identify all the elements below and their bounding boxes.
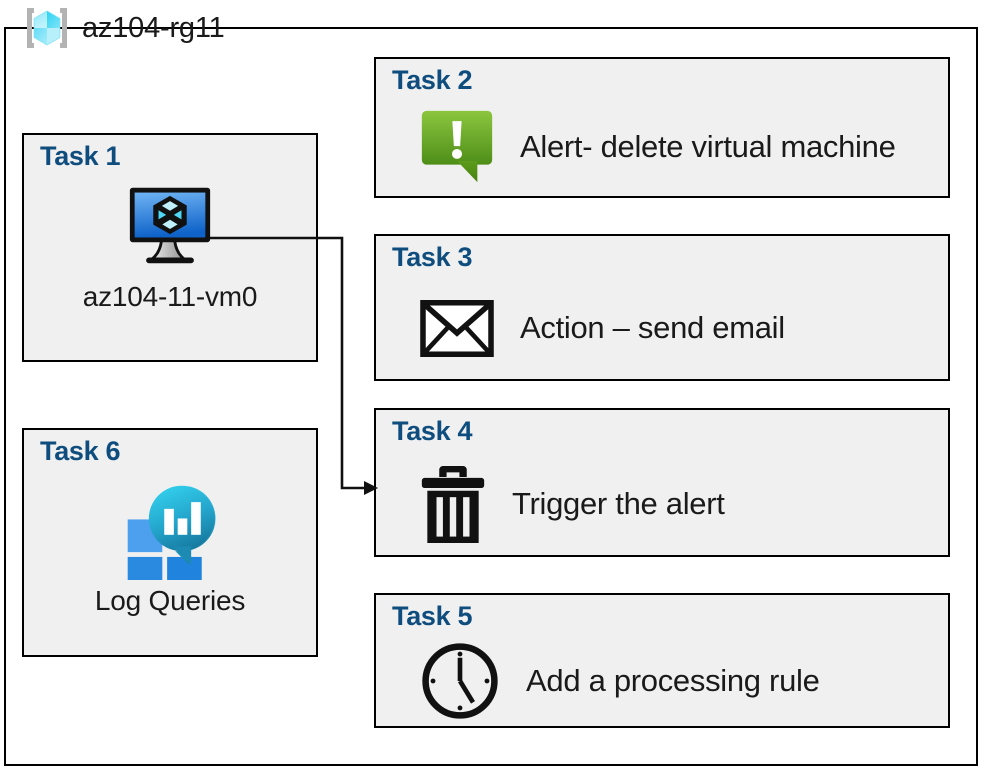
task5-content-row: Add a processing rule xyxy=(420,637,938,725)
task1-label: az104-11-vm0 xyxy=(82,281,258,312)
task4-title: Task 4 xyxy=(392,416,473,446)
task1-title: Task 1 xyxy=(40,141,121,171)
resource-group-boundary xyxy=(4,27,978,766)
task3-label: Action – send email xyxy=(520,310,785,345)
task1-card[interactable]: Task 1 xyxy=(22,133,318,362)
task3-card[interactable]: Task 3 Action – send email xyxy=(374,234,950,381)
task4-label: Trigger the alert xyxy=(512,486,725,521)
task6-card[interactable]: Task 6 xyxy=(22,428,318,657)
alert-exclamation-bubble-icon xyxy=(420,109,494,185)
azure-resource-group-cube-icon xyxy=(18,2,76,54)
task6-title: Task 6 xyxy=(40,436,121,466)
task2-content-row: Alert- delete virtual machine xyxy=(420,105,938,189)
task5-title: Task 5 xyxy=(392,601,473,631)
task3-title: Task 3 xyxy=(392,242,473,272)
virtual-machine-monitor-icon xyxy=(124,183,216,269)
task2-label: Alert- delete virtual machine xyxy=(520,129,896,164)
resource-group-name: az104-rg11 xyxy=(82,11,225,44)
envelope-icon xyxy=(420,299,494,357)
task3-content-row: Action – send email xyxy=(420,284,938,372)
resource-group-boundary-label-gap xyxy=(26,47,281,67)
task2-title: Task 2 xyxy=(392,65,473,95)
trash-can-icon xyxy=(420,462,486,547)
resource-group-header: az104-rg11 xyxy=(18,2,225,54)
task2-card[interactable]: Task 2 xyxy=(374,57,950,198)
task5-card[interactable]: Task 5 Add a processing rule xyxy=(374,593,950,728)
clock-icon xyxy=(420,641,500,721)
task6-icon-wrap xyxy=(24,480,316,580)
task4-card[interactable]: Task 4 Trigger the alert xyxy=(374,408,950,557)
task5-label: Add a processing rule xyxy=(526,663,820,698)
task6-label: Log Queries xyxy=(94,585,246,616)
task4-content-row: Trigger the alert xyxy=(420,454,938,554)
task1-icon-wrap xyxy=(24,183,316,269)
log-analytics-queries-icon xyxy=(116,480,224,580)
